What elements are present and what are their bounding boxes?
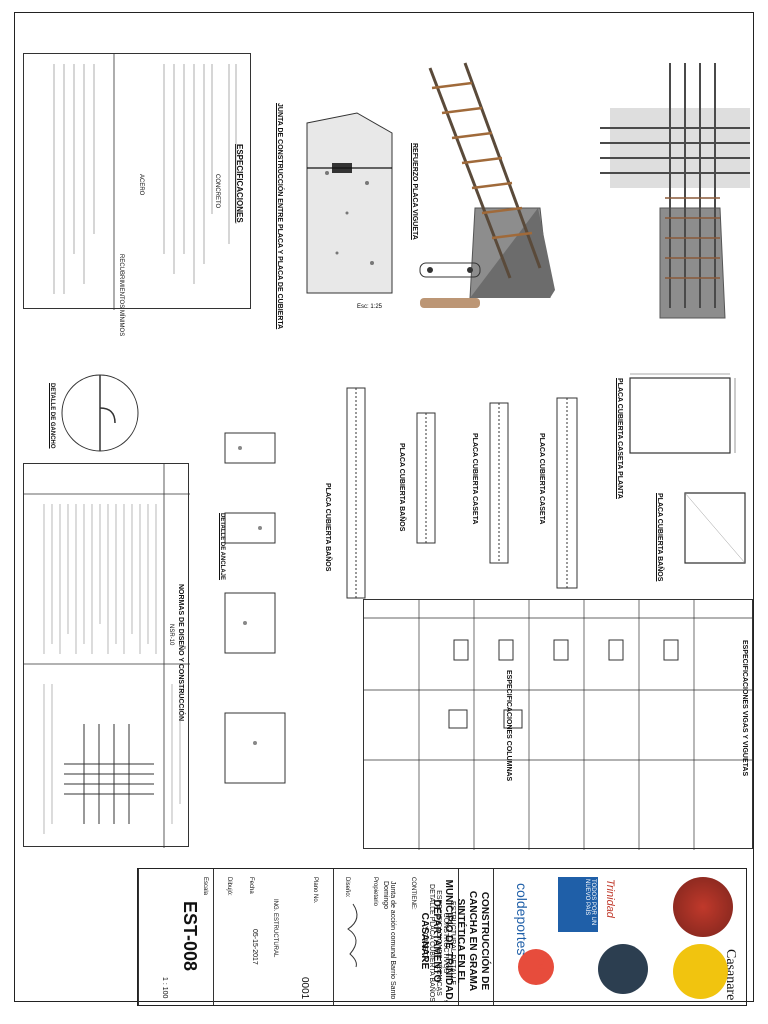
scale-value: 1 : 100 [161,977,168,999]
drawing-sheet: ESPECIFICACIONES CONCRETO ACERO RECUBRIM… [14,12,754,1006]
specifications-panel: ESPECIFICACIONES CONCRETO ACERO RECUBRIM… [23,53,251,336]
date-label: Fecha [248,877,254,894]
todos-logo-box [558,877,598,932]
trinidad-shield-icon [673,944,728,999]
designer-name: ING. ESTRUCTURAL [272,899,278,958]
junta-detail-title: JUNTA DE CONSTRUCCIÓN ENTRE PLACA Y PLAC… [276,103,283,330]
title-block: Escala EST-008 1 : 100 Dibujó: Fecha 05-… [137,868,747,1006]
gancho-detail [61,374,139,452]
placa-caseta-planta-title: PLACA CUBIERTA CASETA PLANTA [616,378,623,499]
placa-banos-planta [684,492,746,564]
plan-label: Plano No. [312,877,318,904]
drawing-label: Dibujó: [226,877,232,896]
dnp-logo-icon [518,949,554,985]
scale-label: Escala [202,877,208,896]
casanare-seal-icon [673,877,733,937]
logos-panel: Casanare DNP coldeportes TODOS POR UN NU… [498,869,748,1007]
contents-label: CONTIENE: [410,877,416,910]
notes-text-lines [53,54,237,310]
placa-cortes [346,387,578,599]
junta-detail-drawing: Esc: 1:25 [306,112,393,310]
spec-table: ESPECIFICACIONES VIGAS Y VIGUETAS ESPECI… [363,599,754,850]
vigueta-3d-render [428,62,555,298]
placa-caseta-planta [629,373,736,454]
logo-trinidad: Trinidad [604,879,616,918]
detalle-anclaje-title: DETALLE DE ANCLAJE [219,513,225,581]
owner-value: Junta de acción comunal Barrio Santo Dom… [382,881,396,1000]
date-value: 05-15-2017 [251,929,258,965]
project-title: CONSTRUCCIÓN DE CANCHA EN GRAMA SINTÉTIC… [419,879,490,1003]
logo-coldeportes: coldeportes [514,883,530,956]
esc-label-1: Esc: 1:25 [357,304,383,310]
corte-caseta-2-title: PLACA CUBIERTA CASETA [538,433,545,525]
corte-banos-1-title: PLACA CUBIERTA BAÑOS [324,483,331,572]
horse-rider-icon [598,944,648,994]
signature-mark [347,903,358,968]
sheet-code: EST-008 [180,901,200,972]
detalle-gancho-title: DETALLE DE GANCHO [49,383,55,449]
owner-label: Propietario [372,877,378,907]
placa-banos-planta-title: PLACA CUBIERTA BAÑOS [656,493,663,582]
normas-panel: NORMAS DE DISEÑO Y CONSTRUCCIÓN NSR-10 [23,463,190,848]
anclaje-details [224,432,286,784]
estribo-detail [419,262,481,308]
normas-text-lines [24,464,190,848]
spec-table-grid [364,600,754,850]
signature-label: Diseño: [344,877,350,898]
logo-todos: TODOS POR UN NUEVO PAÍS [584,879,596,926]
corte-banos-2-title: PLACA CUBIERTA BAÑOS [398,443,405,532]
spec-vigas-title: ESPECIFICACIONES VIGAS Y VIGUETAS [741,640,748,777]
corte-caseta-1-title: PLACA CUBIERTA CASETA [471,433,478,525]
logo-dnp: DNP [535,955,546,977]
columna-3d-render [600,63,750,319]
plan-number: 0001 [299,977,310,1000]
spec-columnas-title: ESPECIFICACIONES COLUMNAS [505,670,512,782]
